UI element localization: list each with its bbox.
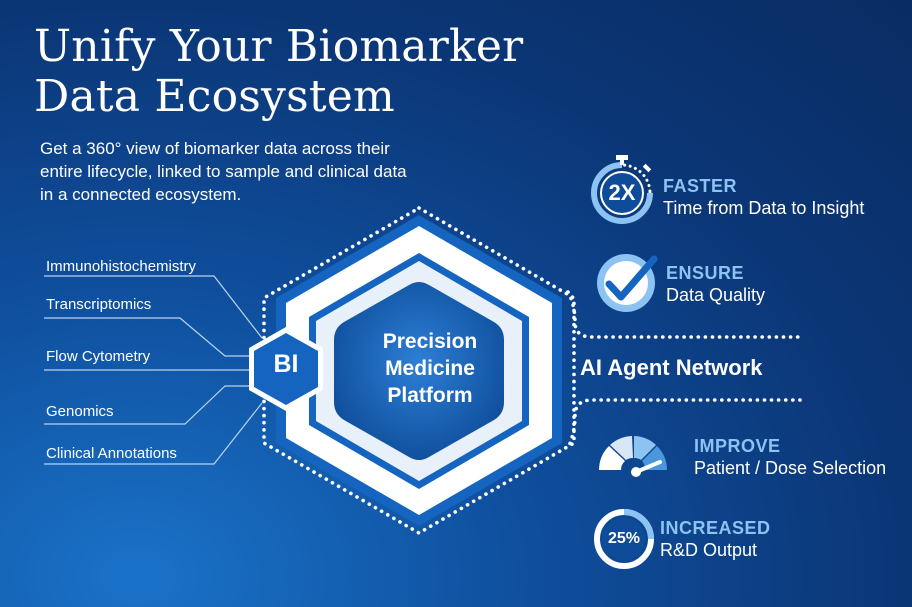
metric-heading: IMPROVE: [694, 436, 781, 456]
ai-network-lines: [566, 290, 802, 450]
subtitle: Get a 360° view of biomarker data across…: [40, 139, 407, 204]
source-label-flow-cytometry: Flow Cytometry: [46, 348, 151, 365]
metric-heading: FASTER: [663, 176, 738, 196]
source-label-genomics: Genomics: [46, 403, 114, 420]
metric-faster: FASTER Time from Data to Insight: [663, 175, 864, 219]
center-hexagon: [334, 282, 504, 460]
center-label: Precision Medicine Platform: [382, 330, 478, 407]
checkmark-icon: [597, 254, 658, 312]
source-label-transcriptomics: Transcriptomics: [46, 296, 152, 313]
stopwatch-tag: 2X: [608, 180, 636, 205]
percentage-tag: 25%: [607, 530, 641, 547]
ai-agent-network-label: AI Agent Network: [580, 355, 763, 380]
metric-increased: INCREASED R&D Output: [660, 517, 771, 561]
source-connectors: [44, 275, 263, 465]
metric-description: Time from Data to Insight: [663, 198, 865, 218]
bi-label: BI: [273, 350, 299, 378]
title-line-2: Data Ecosystem: [34, 71, 395, 122]
metric-ensure: ENSURE Data Quality: [666, 262, 765, 306]
metric-heading: INCREASED: [660, 518, 771, 538]
page-title: Unify Your Biomarker Data Ecosystem: [34, 22, 523, 122]
percentage-ring-icon: [594, 509, 654, 569]
gauge-icon: [599, 436, 667, 477]
metric-improve: IMPROVE Patient / Dose Selection: [694, 435, 886, 479]
stopwatch-icon: [591, 155, 653, 224]
metric-heading: ENSURE: [666, 263, 745, 283]
metric-description: R&D Output: [660, 540, 758, 560]
metric-description: Data Quality: [666, 285, 766, 305]
source-label-immunohistochemistry: Immunohistochemistry: [46, 258, 197, 275]
bi-hexagon: [249, 327, 323, 411]
source-label-clinical-annotations: Clinical Annotations: [46, 445, 177, 462]
title-line-1: Unify Your Biomarker: [34, 21, 524, 72]
metric-description: Patient / Dose Selection: [694, 458, 887, 478]
outer-dotted-hexagon: [262, 205, 576, 536]
